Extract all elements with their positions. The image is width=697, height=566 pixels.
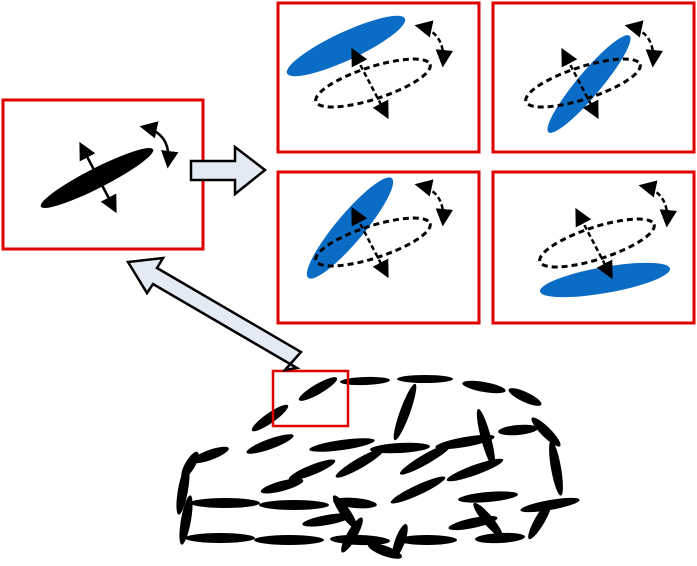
car-stroke-ellipse — [176, 465, 190, 515]
candidate-panel-top-right — [491, 1, 696, 154]
car-stroke-ellipse — [370, 442, 430, 454]
car-stroke-ellipse — [259, 500, 329, 510]
car-stroke-ellipse — [332, 495, 358, 529]
curved-arrow-icon — [414, 20, 454, 68]
flow-arrow-icon — [189, 144, 268, 197]
car-stroke-ellipse — [185, 533, 255, 543]
car-stroke-ellipse — [246, 434, 294, 454]
car-stroke-ellipse — [367, 543, 403, 559]
car-stroke-ellipse — [446, 458, 504, 482]
car-sketch — [176, 375, 580, 559]
blue-ellipse-icon — [306, 177, 394, 279]
car-stroke-ellipse — [341, 517, 363, 553]
cross-arrows-icon — [561, 47, 599, 120]
panel-frame — [491, 170, 696, 325]
car-stroke-ellipse — [392, 523, 408, 559]
car-stroke-ellipse — [254, 535, 324, 545]
curved-arrow-icon — [638, 180, 678, 228]
car-stroke-ellipse — [531, 417, 561, 447]
car-stroke-ellipse — [399, 443, 453, 475]
car-stroke-ellipse — [390, 476, 446, 504]
car-stroke-ellipse — [309, 438, 375, 452]
candidate-panel-bottom-right — [491, 170, 696, 325]
car-stroke-ellipse — [302, 513, 352, 527]
car-stroke-ellipse — [528, 500, 552, 540]
curved-arrow-icon — [139, 121, 179, 169]
car-stroke-ellipse — [288, 459, 336, 481]
car-stroke-ellipse — [458, 491, 518, 503]
car-stroke-ellipse — [191, 446, 229, 464]
car-stroke-ellipse — [397, 535, 457, 545]
car-stroke-ellipse — [298, 377, 338, 401]
cross-arrows-icon — [79, 141, 117, 214]
cross-arrows-icon — [351, 47, 389, 120]
car-stroke-ellipse — [498, 424, 538, 436]
blue-ellipse-icon — [286, 15, 406, 77]
cross-arrows-icon — [351, 206, 389, 279]
blue-ellipse-icon — [539, 262, 671, 298]
cross-arrows-icon — [575, 207, 613, 280]
candidate-panel-top-left — [276, 1, 481, 154]
part-group — [40, 121, 179, 214]
car-stroke-ellipse — [330, 534, 390, 546]
car-stroke-ellipse — [549, 440, 563, 496]
car-stroke-ellipse — [260, 478, 304, 494]
car-stroke-ellipse — [473, 502, 503, 538]
car-stroke-ellipse — [190, 498, 260, 508]
car-stroke-ellipse — [462, 380, 506, 394]
car-stroke-ellipse — [179, 495, 193, 545]
car-stroke-ellipse — [251, 404, 289, 432]
curved-arrow-icon — [414, 179, 454, 227]
car-stroke-ellipse — [393, 383, 417, 441]
car-stroke-ellipse — [475, 532, 525, 544]
zoom-region-box — [271, 369, 350, 428]
car-stroke-ellipse — [340, 376, 390, 386]
zoom-arrow-icon — [125, 256, 303, 372]
car-stroke-ellipse — [508, 388, 542, 406]
car-stroke-ellipse — [335, 448, 385, 478]
car-stroke-ellipse — [397, 375, 453, 383]
candidate-panel-bottom-left — [276, 170, 481, 325]
curved-arrow-icon — [624, 20, 664, 68]
